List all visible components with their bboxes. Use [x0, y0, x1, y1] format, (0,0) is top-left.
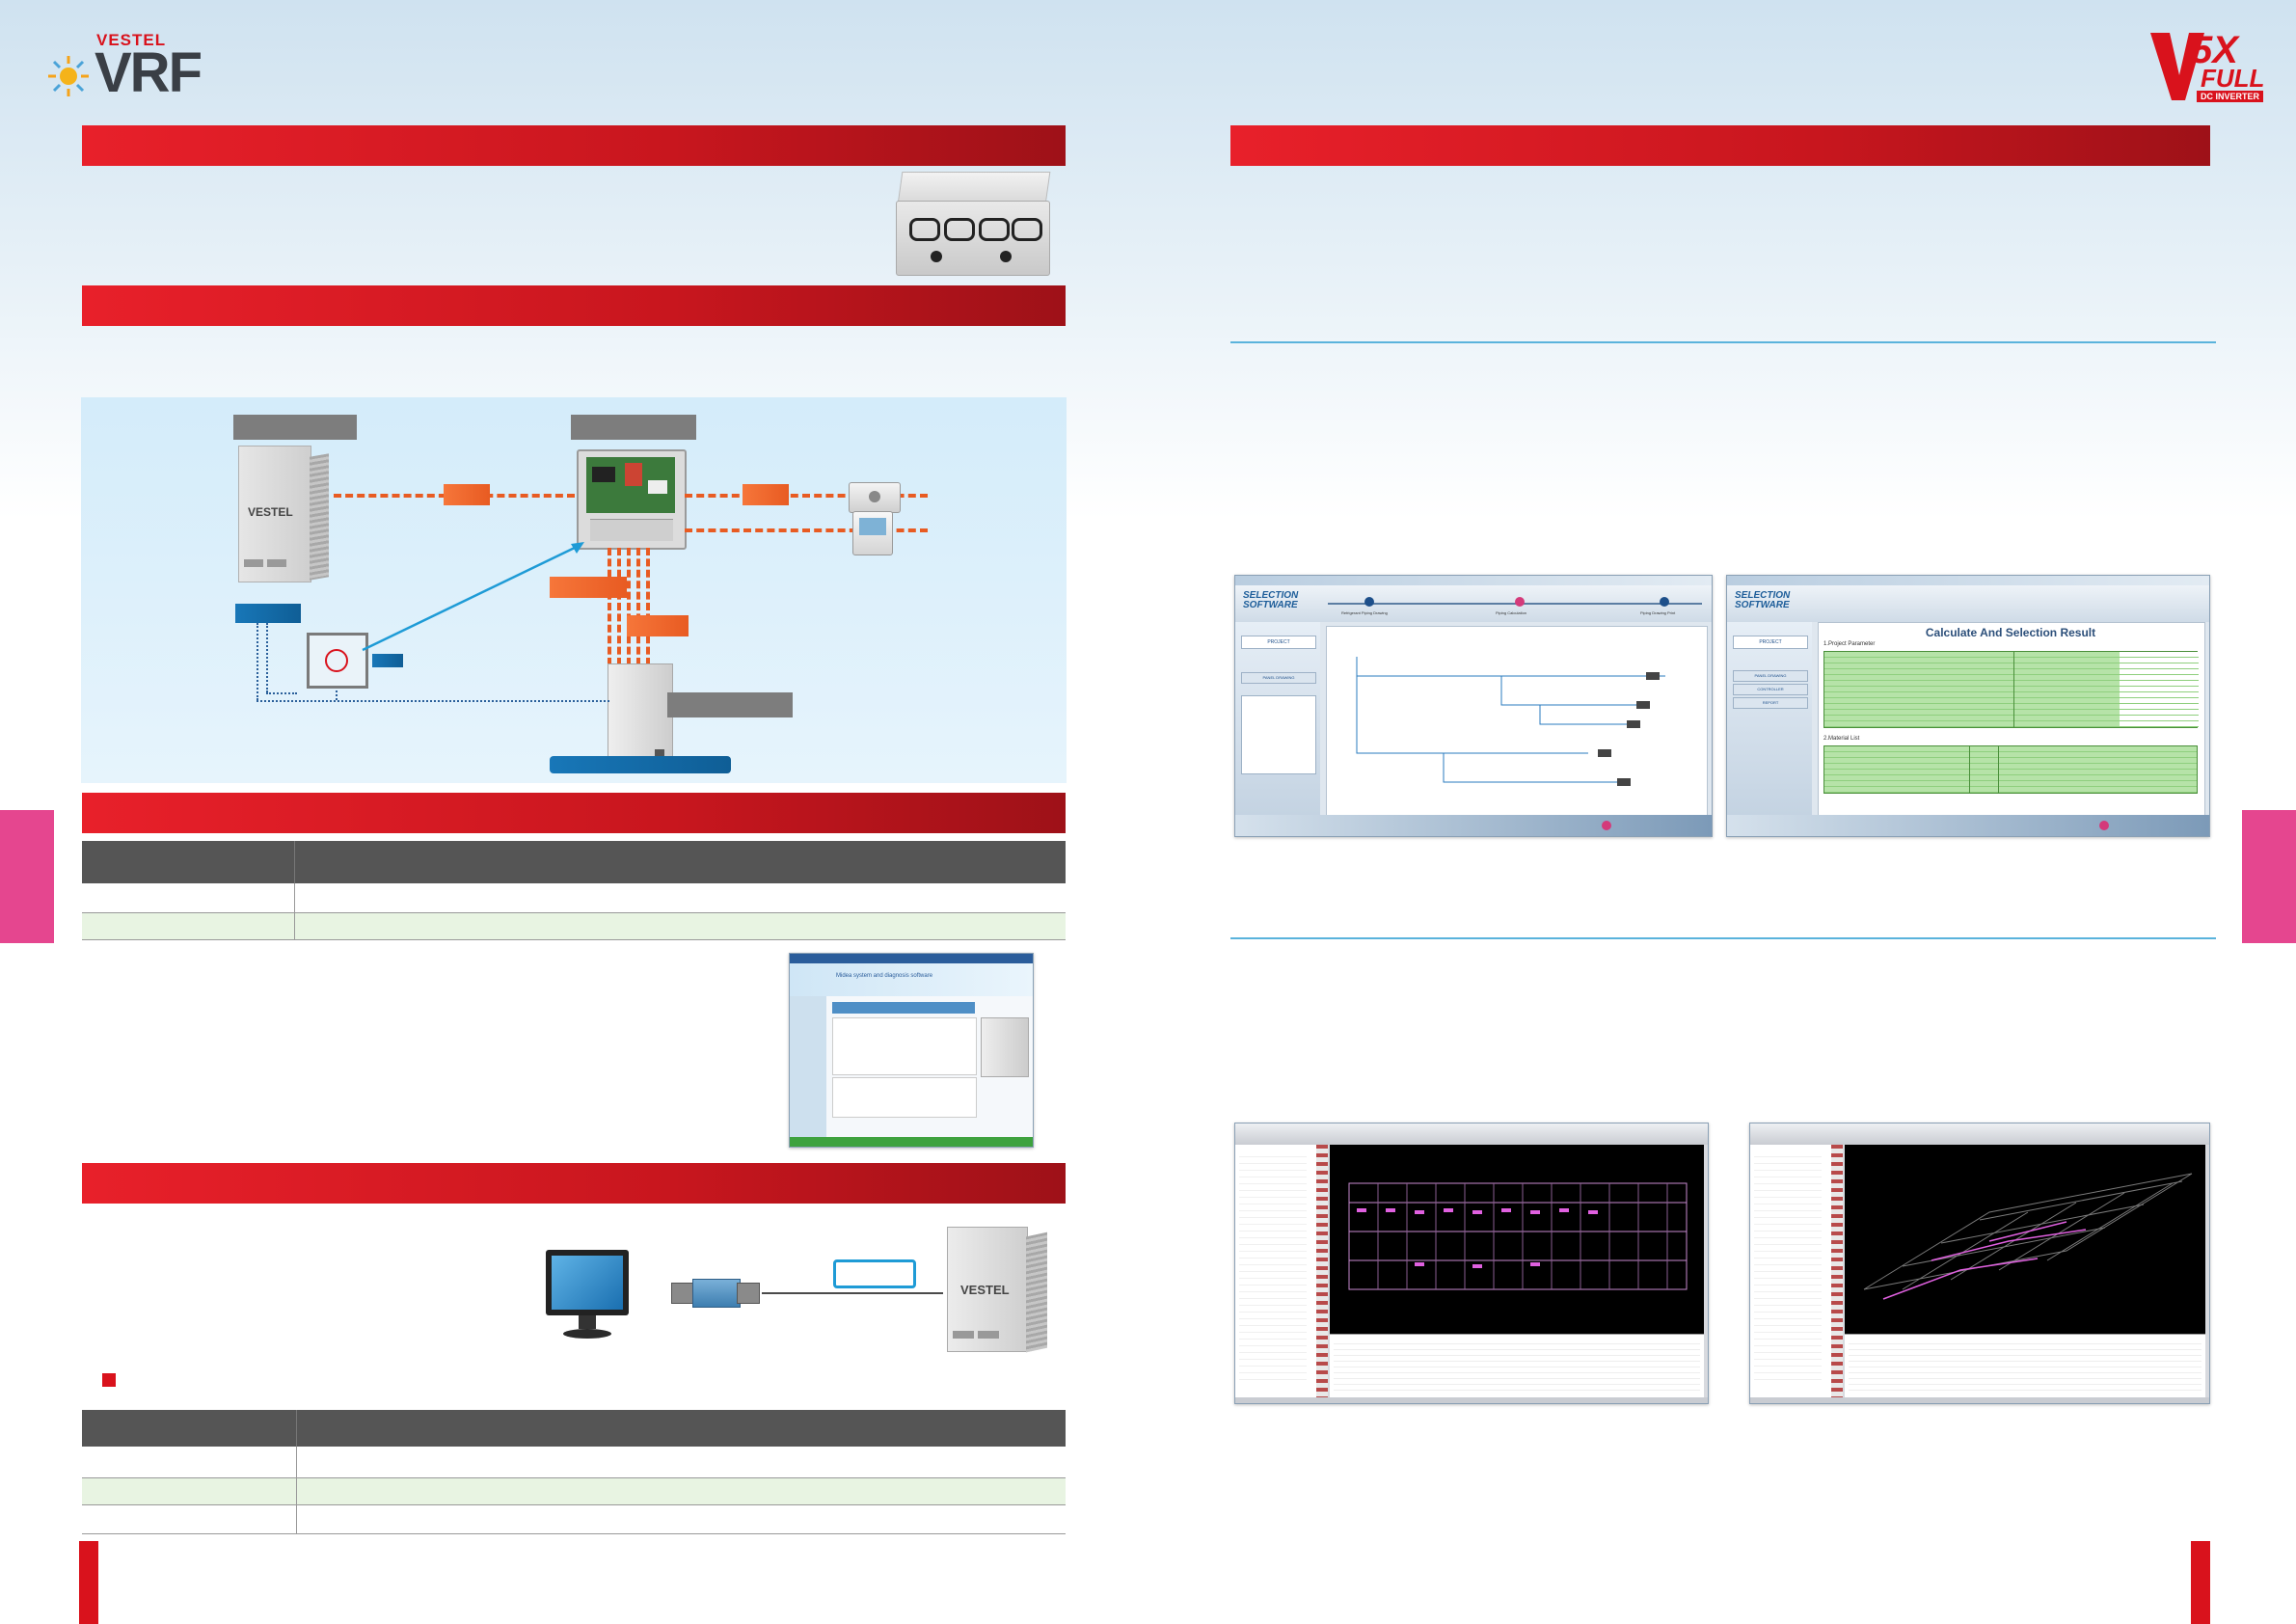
- connector-tag: [444, 484, 490, 505]
- page-marker: [2191, 1541, 2210, 1624]
- signal-wire: [257, 700, 609, 702]
- section-header-bar: [82, 793, 1066, 833]
- connector-tag: [627, 615, 689, 636]
- arrow-icon: [362, 542, 584, 652]
- table-row: [82, 1447, 1066, 1478]
- outdoor-unit-photo: VESTEL: [947, 1227, 1051, 1353]
- bullet-square: [102, 1373, 116, 1387]
- section-header-bar: [82, 125, 1066, 166]
- connector-tag: [743, 484, 789, 505]
- signal-tag: [235, 604, 301, 623]
- spec-table: [82, 841, 1066, 940]
- result-section-1: 1.Project Parameter: [1823, 641, 1876, 647]
- section-divider: [1230, 937, 2216, 939]
- wire: [685, 528, 928, 532]
- spec-table: [82, 1410, 1066, 1534]
- badge-full: FULL: [2201, 64, 2265, 93]
- result-section-2: 2.Material List: [1823, 736, 1860, 742]
- product-name: VRF: [95, 41, 203, 104]
- cad-3d-screenshot: [1749, 1123, 2210, 1404]
- cad-canvas[interactable]: [1845, 1145, 2205, 1334]
- sidebar-project-button[interactable]: PROJECT: [1241, 636, 1316, 649]
- table-header: [82, 841, 1066, 883]
- sidebar-project-button[interactable]: PROJECT: [1733, 636, 1808, 649]
- selection-result-screenshot: SELECTION SOFTWARE PROJECT PANEL DRAWING…: [1726, 575, 2210, 837]
- step-label: Piping Drawing Print: [1640, 610, 1676, 615]
- floor-plan: [1348, 1182, 1688, 1290]
- section-tab: [2242, 810, 2296, 943]
- section-header-bar: [1230, 125, 2210, 166]
- wire: [617, 548, 621, 665]
- wire: [685, 494, 928, 498]
- table-row: [82, 1477, 1066, 1505]
- monitor-title: Midea system and diagnosis software: [836, 973, 933, 979]
- monitor-software-screenshot: Midea system and diagnosis software: [789, 953, 1034, 1148]
- usb-converter: [671, 1275, 760, 1312]
- snowflake-sun-icon: [48, 56, 89, 96]
- pc-monitor: [542, 1250, 635, 1342]
- wire: [636, 548, 640, 665]
- signal-tag: [372, 654, 403, 667]
- gateway-box-photo: [892, 172, 1054, 276]
- badge-5x: 5X: [2191, 29, 2238, 71]
- wired-controller: [849, 482, 901, 513]
- wire: [627, 548, 631, 665]
- wiring-diagram: VESTEL: [81, 397, 1067, 783]
- selection-logo: SELECTION SOFTWARE: [1735, 590, 1791, 610]
- company-name: VESTEL: [96, 31, 167, 49]
- unit-brand-label: VESTEL: [248, 505, 293, 519]
- touch-controller: [852, 511, 893, 555]
- v5x-badge: 5X FULL DC INVERTER: [2148, 29, 2264, 106]
- outdoor-unit: VESTEL: [238, 446, 331, 582]
- section-divider: [1230, 341, 2216, 343]
- wire: [646, 548, 650, 665]
- section-header-bar: [82, 285, 1066, 326]
- usb-icon-tag: [833, 1259, 916, 1288]
- page-marker: [79, 1541, 98, 1624]
- v-logo-icon: [2150, 33, 2204, 100]
- cad-canvas[interactable]: [1330, 1145, 1704, 1334]
- piping-diagram: [1356, 657, 1665, 786]
- signal-wire: [257, 623, 258, 700]
- connector-tag: [550, 577, 627, 598]
- table-header: [82, 1410, 1066, 1447]
- diagram-label: [571, 415, 696, 440]
- signal-wire: [336, 683, 338, 700]
- sidebar-report-button[interactable]: REPORT: [1733, 697, 1808, 709]
- signal-wire: [266, 692, 297, 694]
- diagram-label: [233, 415, 357, 440]
- signal-wire: [266, 623, 268, 692]
- sidebar-controller-button[interactable]: CONTROLLER: [1733, 684, 1808, 695]
- sidebar-panel-button[interactable]: PANEL DRAWING: [1733, 670, 1808, 682]
- selection-logo: SELECTION SOFTWARE: [1243, 590, 1299, 610]
- cad-2d-screenshot: [1234, 1123, 1709, 1404]
- gateway-board: [577, 449, 687, 550]
- selection-software-screenshot: SELECTION SOFTWARE Refrigerant Piping Dr…: [1234, 575, 1713, 837]
- unit-brand-label: VESTEL: [960, 1283, 1010, 1297]
- isometric-model: [1863, 1173, 2193, 1300]
- project-parameter-table: [1823, 651, 2199, 728]
- connection-line: [762, 1292, 943, 1294]
- step-label: Piping Calculation: [1496, 610, 1527, 615]
- step-label: Refrigerant Piping Drawing: [1341, 610, 1388, 615]
- table-row: [82, 1504, 1066, 1534]
- diagram-label: [667, 692, 793, 717]
- section-header-bar: [82, 1163, 1066, 1204]
- sidebar-panel-button[interactable]: PANEL DRAWING: [1241, 672, 1316, 684]
- sensor-box: [307, 633, 368, 689]
- table-row: [82, 912, 1066, 940]
- section-tab: [0, 810, 54, 943]
- badge-dc-inverter: DC INVERTER: [2197, 91, 2264, 102]
- result-title: Calculate And Selection Result: [1925, 626, 2096, 639]
- table-row: [82, 883, 1066, 913]
- wire: [608, 548, 611, 665]
- material-list-table: [1823, 745, 2198, 794]
- vestel-vrf-logo: VESTEL VRF: [46, 29, 220, 106]
- indoor-cabinet: [608, 663, 673, 764]
- bottom-banner: [550, 756, 731, 773]
